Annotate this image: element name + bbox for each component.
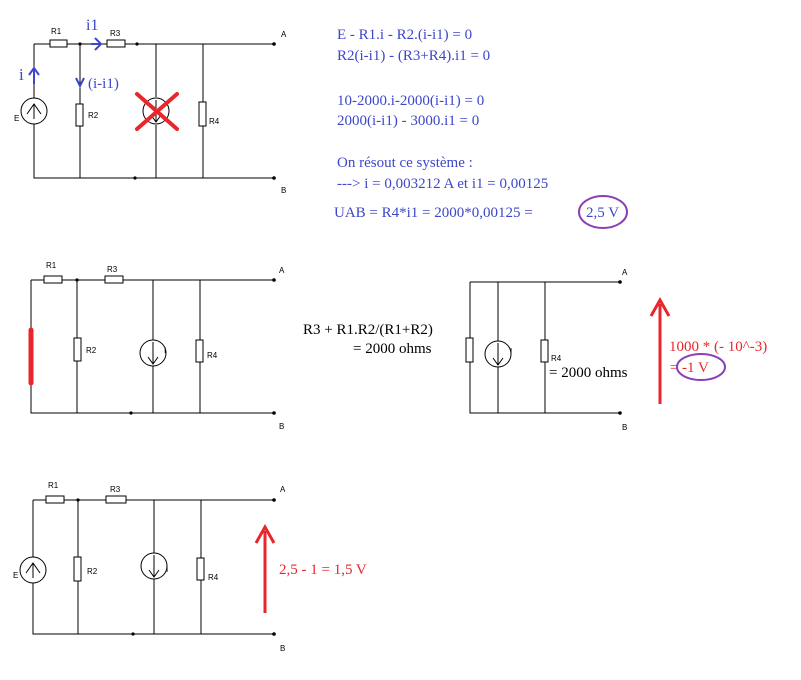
current-i-label: i [19,65,24,84]
equivalent-line-1: R3 + R1.R2/(R1+R2) [303,322,433,338]
resistor-r2 [73,556,82,582]
label-r4: R4 [209,117,220,126]
current-i1-arrow-icon [91,37,103,51]
circuit-3: R1 R3 R2 I R4 E A B [13,481,286,653]
label-e: E [13,571,18,580]
label-r1: R1 [48,481,59,490]
current-source-arrow-icon [147,342,159,365]
resistor-r2 [75,103,84,127]
label-i: I [164,346,166,355]
label-r1: R1 [51,27,62,36]
equation-4: 2000(i-i1) - 3000.i1 = 0 [337,113,479,129]
resistor-r3 [105,495,127,504]
terminal-a [272,278,276,282]
equation-1: E - R1.i - R2.(i-i1) = 0 [337,27,472,43]
label-e: E [14,114,19,123]
solve-text: On résout ce système : [337,155,473,171]
uab-result: 2,5 V [586,205,619,221]
resistor-r1 [49,39,68,48]
voltage-arrow-3: 2,5 - 1 = 1,5 V [254,523,367,613]
label-a: A [279,266,285,275]
resistor-r1 [45,495,65,504]
label-r2: R2 [88,111,99,120]
node-dot [135,42,139,46]
node-dot [133,176,137,180]
terminal-a [618,280,622,284]
resistor-r1 [43,275,63,284]
resistor-req [465,337,474,363]
label-r4: R4 [208,573,219,582]
equations-block: E - R1.i - R2.(i-i1) = 0 R2(i-i1) - (R3+… [334,27,628,229]
current-i1-label: i1 [86,17,98,34]
resistor-r4 [198,101,207,127]
node-dot [131,632,135,636]
terminal-a [272,498,276,502]
outer-wire-2b [469,282,620,414]
label-r2: R2 [86,346,97,355]
voltage-source-arrow-icon [26,103,42,119]
node-dot [78,42,82,46]
label-i: I [510,347,512,356]
circuit-2-equivalent: I R4 A B = 2000 ohms [465,268,628,432]
label-b: B [281,186,286,195]
outer-wire-2 [30,280,274,414]
label-b: B [280,644,285,653]
label-r3: R3 [107,265,118,274]
label-r2: R2 [87,567,98,576]
node-dot [76,498,80,502]
result-highlight-circle [578,195,628,229]
node-dot [129,411,133,415]
terminal-b [272,632,276,636]
label-a: A [280,485,286,494]
circuit-2: R1 R3 R2 I R4 A B [28,261,285,431]
label-a: A [281,30,287,39]
resistor-r4 [540,339,549,363]
calc-result: -1 V [682,360,709,376]
equation-2: R2(i-i1) - (R3+R4).i1 = 0 [337,48,490,64]
label-r1: R1 [46,261,57,270]
label-r4: R4 [551,354,562,363]
voltage-source-arrow-icon [25,562,41,578]
label-i: I [166,565,168,574]
label-b: B [622,423,627,432]
terminal-b [272,176,276,180]
terminal-b [618,411,622,415]
uab-formula: UAB = R4*i1 = 2000*0,00125 = [334,205,533,221]
terminal-a [272,42,276,46]
current-source-arrow-icon [492,343,504,366]
label-b: B [279,422,284,431]
current-i-arrow-icon [28,66,40,84]
resistor-r2 [73,337,82,362]
calc-equals: = [670,360,678,376]
resistor-r3 [106,39,126,48]
node-dot [75,278,79,282]
final-result: 2,5 - 1 = 1,5 V [279,562,367,578]
resistor-r4 [195,339,204,363]
calc-line-1: 1000 * (- 10^-3) [669,339,767,355]
voltage-arrow-2: 1000 * (- 10^-3) = -1 V [649,296,767,404]
voltage-arrow-3-head-icon [254,523,276,544]
current-i-minus-i1-arrow-icon [75,77,85,89]
terminal-b [272,411,276,415]
cross-out-icon [135,92,179,131]
label-r3: R3 [110,485,121,494]
label-r3: R3 [110,29,121,38]
resistor-r4 [196,557,205,581]
circuit-1: R1 R3 R2 R4 E A B i i1 (i-i1) [14,17,287,195]
equation-3: 10-2000.i-2000(i-i1) = 0 [337,93,484,109]
resistor-r3 [104,275,124,284]
r-equivalent-text: = 2000 ohms [549,365,628,381]
equivalent-line-2: = 2000 ohms [353,341,432,357]
current-source-arrow-icon [148,555,160,578]
label-r4: R4 [207,351,218,360]
solution-text: ---> i = 0,003212 A et i1 = 0,00125 [337,176,548,192]
equivalent-resistance: R3 + R1.R2/(R1+R2) = 2000 ohms [303,322,433,357]
voltage-arrow-2-head-icon [649,296,671,317]
label-a: A [622,268,628,277]
current-i-minus-i1-label: (i-i1) [88,76,119,92]
outer-wire-3 [32,500,274,635]
calc-result-circle [676,353,726,381]
